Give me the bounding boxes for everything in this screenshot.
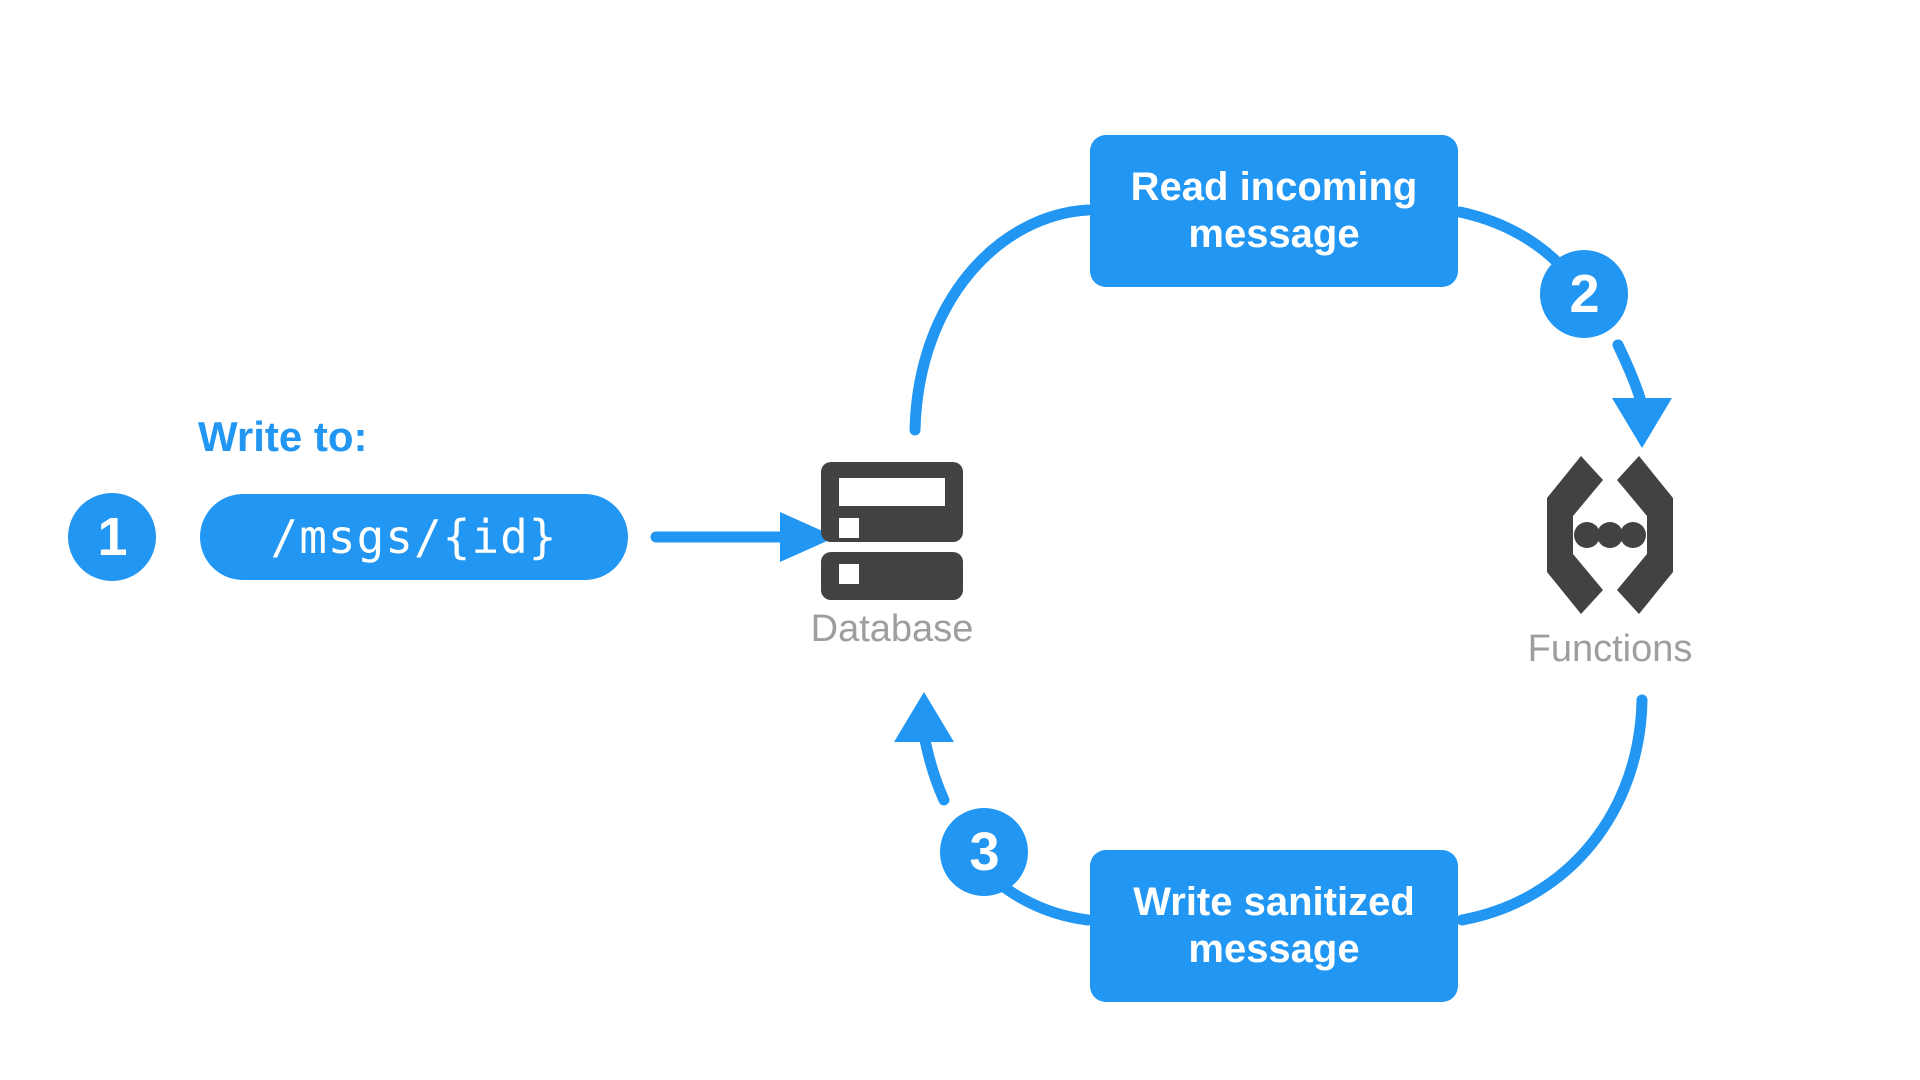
- connector-database-to-read: [909, 204, 1094, 436]
- step-badge-2: 2: [1540, 250, 1628, 338]
- box-write-sanitized-message[interactable]: Write sanitized message: [1090, 850, 1458, 1002]
- database-icon: [821, 462, 963, 600]
- step-badge-1: 1: [68, 493, 156, 581]
- node-functions-caption: Functions: [1527, 628, 1693, 670]
- node-database[interactable]: Database: [792, 462, 992, 651]
- step-badge-3: 3: [940, 808, 1028, 896]
- box-write-sanitized-message-label: Write sanitized message: [1133, 879, 1415, 971]
- write-to-label: Write to:: [198, 413, 368, 460]
- connector-functions-to-write: [1456, 694, 1648, 926]
- box-read-incoming-message-label: Read incoming message: [1130, 164, 1418, 256]
- functions-braces-icon: [1547, 456, 1673, 614]
- box-read-incoming-message[interactable]: Read incoming message: [1090, 135, 1458, 287]
- path-pill-text: /msgs/{id}: [270, 510, 558, 564]
- node-database-caption: Database: [810, 608, 974, 650]
- path-pill[interactable]: /msgs/{id}: [200, 494, 628, 580]
- node-functions[interactable]: Functions: [1500, 450, 1720, 671]
